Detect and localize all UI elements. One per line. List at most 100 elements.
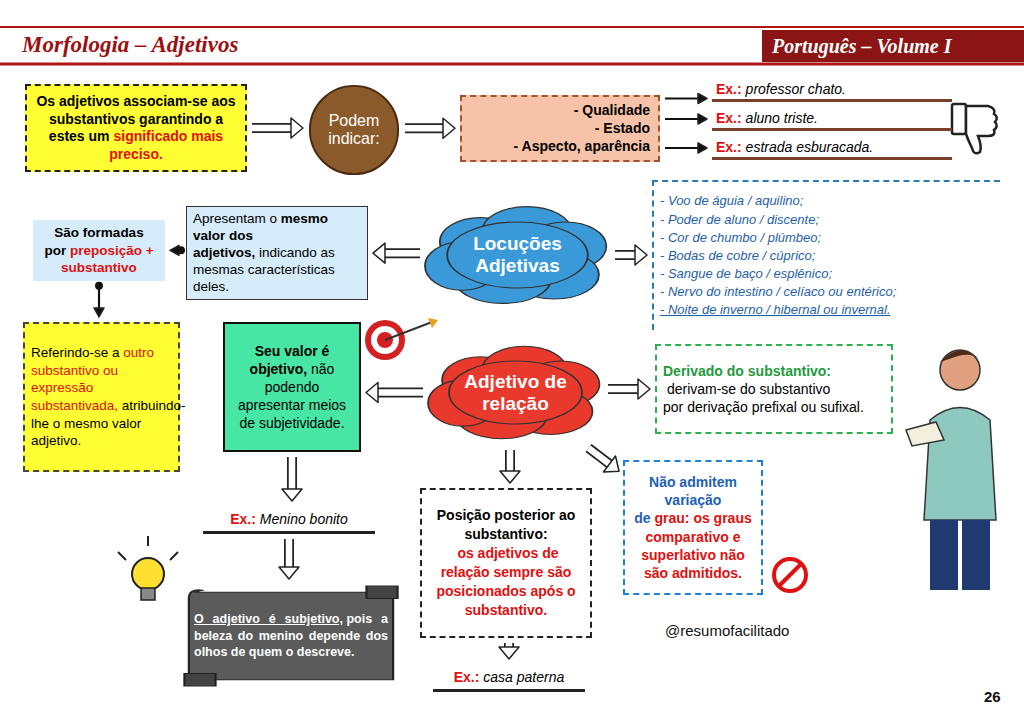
target-icon [365, 318, 438, 360]
node-text: Ex.: [716, 110, 742, 126]
intro-box: Os adjetivos associam-se aos substantivo… [25, 84, 247, 172]
text-holder: Ex.:professor chato. [716, 81, 948, 97]
lightbulb-icon [118, 536, 178, 600]
text-holder: Português – Volume I [772, 35, 1014, 58]
arrow-shaft [377, 388, 423, 398]
connector [615, 245, 647, 265]
text-holder: Adjetivo de relação [446, 371, 585, 415]
arrow-shaft [286, 539, 293, 568]
example-line: Ex.:casa paterna [433, 664, 585, 692]
arrow-head [603, 456, 619, 472]
info-box: Apresentam omesmo valor dos adjetivos,in… [186, 206, 368, 300]
arrow-shaft [615, 252, 636, 259]
connector-dot [177, 246, 185, 254]
example-line: Ex.:aluno triste. [712, 107, 952, 131]
arrow-head [373, 243, 385, 263]
arrow-shaft [284, 539, 294, 568]
cloud-node: Adjetivo de relação [428, 340, 603, 445]
arrow-head [282, 489, 302, 501]
arrow-head [291, 118, 303, 138]
node-text: O adjetivo é subjetivo, [194, 612, 343, 626]
info-box: Seu valor é objetivo,não podendo apresen… [223, 322, 361, 452]
arrow-shaft [507, 450, 514, 472]
header-rule [0, 26, 1024, 28]
text-holder: Locuções Adjetivas [443, 233, 592, 277]
arrow-line [665, 118, 699, 120]
header-rule [0, 63, 1024, 66]
arrow-shaft [405, 123, 444, 133]
arrow-line [665, 97, 699, 99]
text-holder: Ex.:casa paterna [437, 669, 581, 685]
circle-node: Podem indicar: [308, 84, 400, 176]
info-box: Posição posterior ao substantivo:os adje… [420, 488, 592, 638]
node-text: - Nervo do intestino / celíaco ou entéri… [660, 283, 994, 301]
text-holder: Os adjetivos associam-se aos substantivo… [35, 93, 237, 163]
connector [499, 643, 519, 659]
node-text: Ex.: [230, 511, 256, 527]
reader-figure [906, 350, 996, 590]
arrow-head [499, 647, 519, 659]
text-holder: Ex.:aluno triste. [716, 110, 948, 126]
node-text: aluno triste. [746, 110, 818, 126]
node-text: preposição + substantivo [61, 243, 153, 276]
arrow-head [366, 383, 378, 403]
volume-banner: Português – Volume I [762, 30, 1024, 62]
node-text: Ex.: [716, 139, 742, 155]
info-box: Não admitem variação degrau:os graus com… [623, 460, 763, 595]
info-box: Derivado do substantivo:derivam-se do su… [655, 344, 893, 434]
node-text: - Estado [470, 119, 650, 137]
node-text: Ex.: [716, 81, 742, 97]
connector [589, 448, 620, 472]
node-text: Menino bonito [260, 511, 348, 527]
scroll-shape [189, 590, 393, 680]
arrow-shaft [252, 125, 292, 132]
text-holder: Seu valor é objetivo,não podendo apresen… [231, 342, 353, 433]
node-text: - Aspecto, aparência [470, 137, 650, 155]
connector [665, 143, 707, 153]
scroll-curl [184, 673, 215, 685]
node-text: - Poder de aluno / discente; [660, 211, 994, 229]
arrow-head [698, 114, 707, 124]
text-holder: Posição posterior ao substantivo:os adje… [428, 506, 584, 619]
info-box: São formadas porpreposição + substantivo [33, 220, 165, 281]
connector [366, 383, 423, 403]
cloud-node: Locuções Adjetivas [425, 200, 610, 310]
thumbs-down-icon [952, 104, 997, 153]
node-text: - Sangue de baço / esplênico; [660, 265, 994, 283]
arrow-shaft [589, 448, 611, 465]
arrow-head [443, 118, 455, 138]
text-holder: - Voo de águia / aquilino;- Poder de alu… [660, 192, 994, 319]
arrow-head [638, 379, 650, 399]
node-text: Referindo-se a [31, 345, 120, 360]
prohibited-icon [774, 559, 806, 591]
connector-dot [95, 282, 103, 290]
cloud-shape [425, 207, 606, 304]
arrow-shaft [608, 384, 639, 394]
text-holder: Podem indicar: [318, 112, 390, 148]
watermark: @resumofacilitado [665, 622, 789, 639]
arrow-shaft [608, 386, 639, 393]
node-text: Podem indicar: [318, 112, 390, 148]
page-title: Morfologia – Adjetivos [22, 32, 238, 58]
circle-shape [310, 86, 398, 174]
arrow-shaft [384, 248, 420, 258]
example-list: - Voo de águia / aquilino;- Poder de alu… [652, 180, 1000, 330]
node-text: professor chato. [746, 81, 846, 97]
node-text: estrada esburacada. [746, 139, 874, 155]
node-text: Adjetivo de relação [446, 371, 585, 415]
example-line: Ex.:estrada esburacada. [712, 136, 952, 160]
node-text: Derivado do substantivo: [663, 362, 885, 380]
scroll-note: O adjetivo é subjetivo,pois a beleza do … [180, 584, 402, 688]
node-text: Posição posterior ao substantivo: [428, 506, 584, 544]
node-text: Ex.: [454, 669, 480, 685]
example-line: Ex.:professor chato. [712, 78, 952, 102]
connector [500, 450, 520, 483]
node-text: os adjetivos de relação sempre são posic… [436, 545, 575, 618]
arrow-head [279, 567, 299, 579]
arrow-shaft [405, 125, 444, 132]
arrow-shaft [384, 250, 420, 257]
node-text: Apresentam o [193, 211, 277, 226]
node-text: Português – Volume I [772, 35, 1014, 58]
sticky-note: Referindo-se aoutro substantivo ou expre… [23, 322, 180, 472]
